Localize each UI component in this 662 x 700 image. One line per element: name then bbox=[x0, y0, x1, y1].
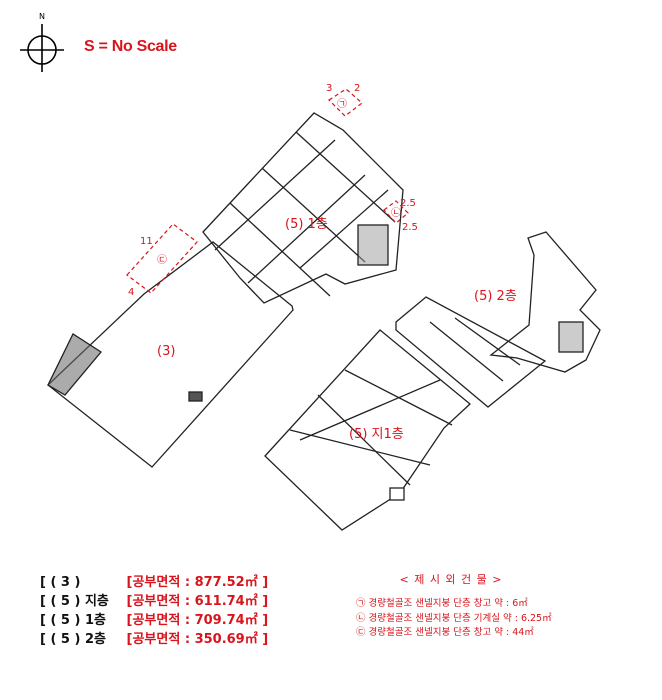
area-row-value: [공부면적 : 709.74㎡ ] bbox=[126, 613, 269, 628]
area-row-tag: [ ( 3 ) bbox=[40, 575, 81, 590]
legend-item: ㉠ 경량철골조 샌넬지붕 단층 창고 약 : 6㎡ bbox=[356, 598, 528, 609]
label-5-basement: (5) 지1층 bbox=[349, 427, 404, 442]
annex-c-dim-2: 4 bbox=[128, 287, 134, 298]
area-row-tag: [ ( 5 ) 1층 bbox=[40, 613, 106, 628]
building-3-outline bbox=[47, 241, 294, 468]
legend: < 제 시 외 건 물 > ㉠ 경량철골조 샌넬지붕 단층 창고 약 : 6㎡ … bbox=[356, 571, 552, 641]
label-building-3: (3) bbox=[157, 344, 175, 359]
annex-b-dim-2: 2.5 bbox=[402, 222, 418, 233]
label-5-floor1: (5) 1층 bbox=[285, 217, 328, 232]
area-row-value: [공부면적 : 877.52㎡ ] bbox=[126, 575, 269, 590]
annex-c-dim-1: 11 bbox=[140, 236, 153, 247]
north-arrow-icon bbox=[20, 24, 64, 72]
area-row-tag: [ ( 5 ) 지층 bbox=[40, 594, 109, 609]
annex-a-dim-1: 3 bbox=[326, 83, 332, 94]
label-5-floor2: (5) 2층 bbox=[474, 289, 517, 304]
north-letter: N bbox=[39, 12, 45, 21]
annex-a-outline bbox=[328, 88, 363, 117]
annex-b-outline bbox=[383, 200, 409, 224]
annex-b-symbol: ㉡ bbox=[391, 207, 401, 219]
annex-a-symbol: ㉠ bbox=[337, 98, 347, 110]
legend-item: ㉢ 경량철골조 샌넬지붕 단층 창고 약 : 44㎡ bbox=[356, 627, 534, 638]
scale-note: S = No Scale bbox=[84, 38, 177, 55]
annex-c-symbol: ㉢ bbox=[157, 254, 167, 266]
area-row: [ ( 5 ) 2층 [공부면적 : 350.69㎡ ] bbox=[40, 630, 268, 649]
area-row: [ ( 5 ) 지층 [공부면적 : 611.74㎡ ] bbox=[40, 592, 268, 611]
legend-title: < 제 시 외 건 물 > bbox=[399, 573, 503, 586]
annex-b-dim-1: 2.5 bbox=[400, 198, 416, 209]
annex-a-dim-2: 2 bbox=[354, 83, 360, 94]
building-5-basement-outline bbox=[264, 329, 471, 531]
area-list: [ ( 3 ) [공부면적 : 877.52㎡ ] [ ( 5 ) 지층 [공부… bbox=[40, 573, 268, 649]
building-5-floor1-outline bbox=[202, 112, 404, 304]
legend-item: ㉡ 경량철골조 샌넬지붕 단층 기계실 약 : 6.25㎡ bbox=[356, 612, 552, 624]
area-row-value: [공부면적 : 350.69㎡ ] bbox=[126, 632, 269, 647]
area-row-value: [공부면적 : 611.74㎡ ] bbox=[126, 594, 269, 609]
area-row: [ ( 3 ) [공부면적 : 877.52㎡ ] bbox=[40, 573, 268, 592]
area-row: [ ( 5 ) 1층 [공부면적 : 709.74㎡ ] bbox=[40, 611, 268, 630]
annex-c-outline bbox=[126, 223, 198, 294]
building-5-floor2-outline bbox=[395, 231, 601, 408]
area-row-tag: [ ( 5 ) 2층 bbox=[40, 632, 106, 647]
